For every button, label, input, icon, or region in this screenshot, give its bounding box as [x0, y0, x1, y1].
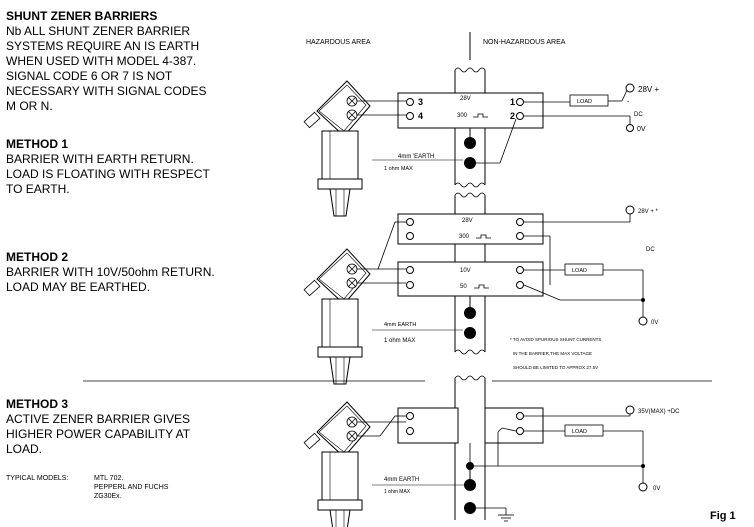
intro-line: NECESSARY WITH SIGNAL CODES — [6, 84, 207, 98]
method1-line: LOAD IS FLOATING WITH RESPECT — [6, 167, 210, 181]
svg-text:4mm 'EARTH: 4mm 'EARTH — [398, 154, 434, 160]
intro-line: Nb ALL SHUNT ZENER BARRIER — [6, 24, 191, 38]
typical-model: PEPPERL AND FUCHS — [94, 484, 169, 491]
svg-text:0V: 0V — [651, 320, 658, 326]
method1-line: TO EARTH. — [6, 182, 70, 196]
svg-text:50: 50 — [460, 284, 467, 290]
svg-text:300: 300 — [457, 113, 468, 119]
method3-heading: METHOD 3 — [6, 397, 69, 411]
figure-label: Fig 1 — [710, 510, 736, 522]
method1-diagram: 3 4 1 2 28V 300 4mm 'EARTH 1 ohm MAX LOA… — [303, 67, 659, 217]
method3-line: ACTIVE ZENER BARRIER GIVES — [6, 412, 191, 426]
svg-text:LOAD: LOAD — [572, 268, 587, 274]
svg-text:1 ohm MAX: 1 ohm MAX — [384, 338, 415, 344]
svg-text:28V: 28V — [462, 218, 473, 224]
intro-line: SYSTEMS REQUIRE AN IS EARTH — [6, 39, 200, 53]
svg-text:28V +: 28V + — [638, 85, 659, 94]
svg-text:LOAD: LOAD — [577, 99, 592, 105]
non-hazardous-area-label: NON-HAZARDOUS AREA — [483, 39, 566, 46]
svg-text:10V: 10V — [460, 268, 471, 274]
barrier-box — [484, 407, 544, 444]
svg-text:SHOULD BE LIMITED TO APPROX 27: SHOULD BE LIMITED TO APPROX 27.5V — [513, 365, 598, 370]
svg-text:* TO AVOID SPURIOUS SHUNT CURR: * TO AVOID SPURIOUS SHUNT CURRENTS — [510, 337, 601, 342]
typical-model: MTL 702. — [94, 475, 124, 482]
method2-heading: METHOD 2 — [6, 250, 69, 264]
svg-text:DC: DC — [634, 112, 643, 118]
intro-heading: SHUNT ZENER BARRIERS — [6, 9, 158, 23]
method3-line: LOAD. — [6, 442, 43, 456]
svg-text:35V(MAX) +DC: 35V(MAX) +DC — [638, 409, 680, 415]
svg-text:4mm EARTH: 4mm EARTH — [384, 477, 419, 483]
svg-text:2: 2 — [510, 111, 515, 121]
svg-text:28V + *: 28V + * — [638, 209, 659, 215]
method2-line: LOAD MAY BE EARTHED. — [6, 280, 151, 294]
hazardous-area-label: HAZARDOUS AREA — [306, 39, 371, 46]
svg-text:IN THE BARRIER,THE MAX VOLTAGE: IN THE BARRIER,THE MAX VOLTAGE — [513, 351, 592, 356]
svg-text:LOAD: LOAD — [572, 429, 587, 435]
svg-text:3: 3 — [418, 97, 423, 107]
svg-text:1 ohm MAX: 1 ohm MAX — [384, 166, 413, 172]
svg-text:4: 4 — [418, 111, 423, 121]
method3-line: HIGHER POWER CAPABILITY AT — [6, 427, 191, 441]
svg-text:300: 300 — [459, 234, 470, 240]
method2-diagram: 28V 300 10V 50 4mm EARTH 1 ohm MAX — [303, 192, 659, 385]
svg-text:4mm EARTH: 4mm EARTH — [384, 322, 416, 328]
intro-line: SIGNAL CODE 6 OR 7 IS NOT — [6, 69, 173, 83]
svg-text:-: - — [627, 99, 630, 106]
intro-line: M OR N. — [6, 99, 53, 113]
method1-heading: METHOD 1 — [6, 137, 69, 151]
intro-line: WHEN USED WITH MODEL 4-387. — [6, 54, 197, 68]
method3-diagram: 4mm EARTH 1 ohm MAX 35V(MAX) +DC LOAD 0V — [303, 375, 680, 527]
svg-text:1 ohm MAX: 1 ohm MAX — [384, 489, 411, 495]
barrier-box — [397, 407, 459, 444]
method2-line: BARRIER WITH 10V/50ohm RETURN. — [6, 265, 215, 279]
svg-text:1: 1 — [510, 97, 515, 107]
method1-line: BARRIER WITH EARTH RETURN. — [6, 152, 194, 166]
svg-text:28V: 28V — [460, 96, 471, 102]
typical-model: ZG30Ex. — [94, 493, 122, 500]
svg-text:DC: DC — [646, 247, 655, 253]
typical-models-label: TYPICAL MODELS: — [6, 475, 69, 482]
svg-text:0V: 0V — [637, 126, 646, 133]
svg-text:0V: 0V — [653, 486, 660, 492]
